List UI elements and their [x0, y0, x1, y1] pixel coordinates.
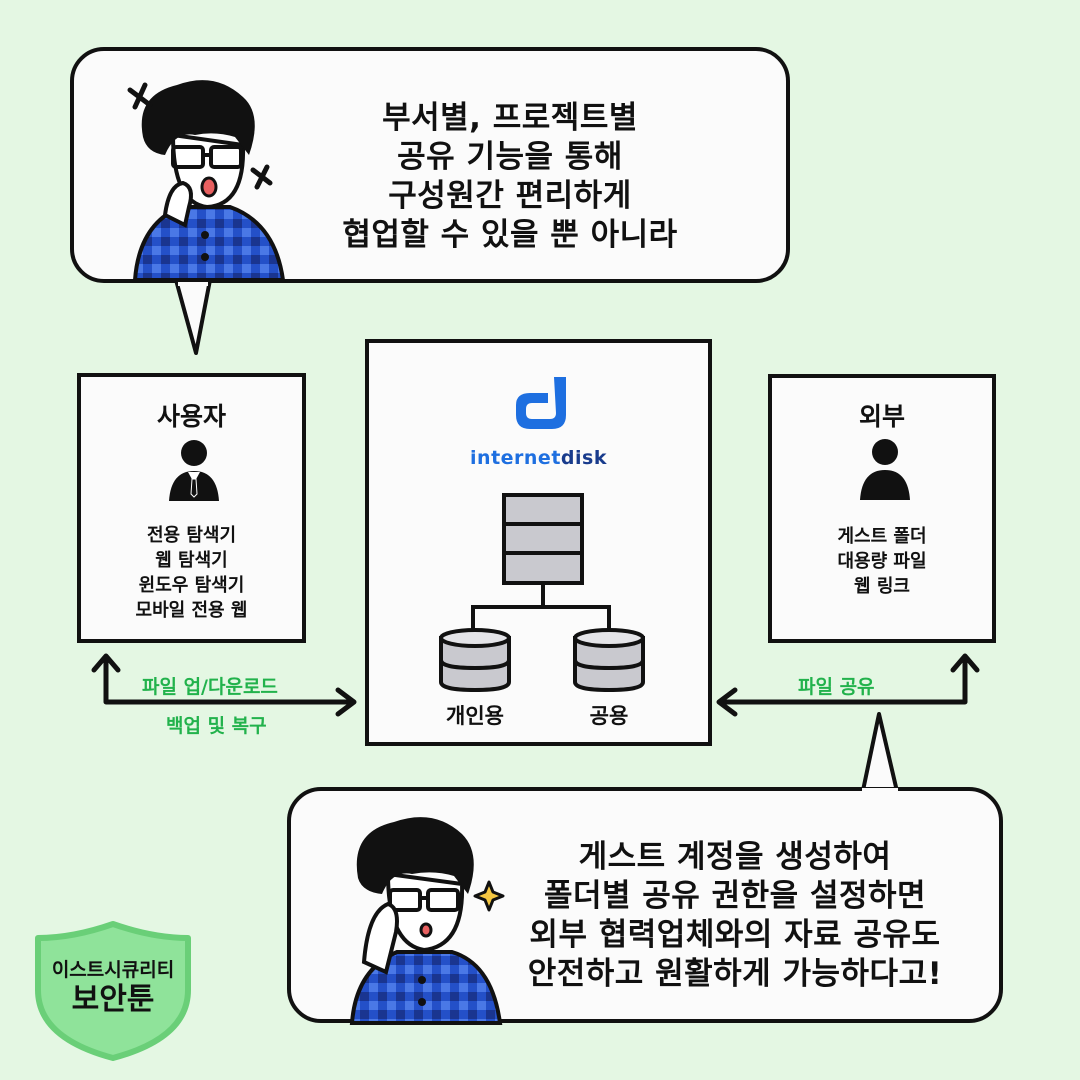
user-box: 사용자 전용 탐색기 웹 탐색기 윈도우 탐색기 모바일 전용 웹 [77, 373, 306, 643]
logo-text-internet: internet [470, 447, 561, 469]
user-box-title: 사용자 [156, 402, 226, 431]
user-tool-item: 모바일 전용 웹 [135, 600, 248, 621]
left-flow-arrow [91, 653, 357, 717]
user-suit-icon [169, 440, 219, 501]
logo-text-disk: disk [560, 447, 607, 469]
character-bottom-illustration [349, 817, 505, 1025]
right-flow-arrow [716, 653, 980, 717]
top-bubble-text: 부서별, 프로젝트별 공유 기능을 통해 구성원간 편리하게 협업할 수 있을 … [300, 99, 720, 255]
user-icon [860, 439, 910, 500]
arrow-label-file-share: 파일 공유 [798, 676, 875, 698]
badge-line-2: 보안툰 [71, 982, 155, 1017]
user-tool-item: 웹 탐색기 [155, 550, 228, 571]
user-tool-item: 윈도우 탐색기 [138, 575, 245, 596]
external-item: 게스트 폴더 [837, 526, 927, 547]
security-shield-badge [35, 921, 191, 1061]
user-box-lines: 전용 탐색기 웹 탐색기 윈도우 탐색기 모바일 전용 웹 [81, 523, 302, 623]
top-bubble-line: 협업할 수 있을 뿐 아니라 [342, 217, 678, 253]
database-shared-icon [573, 628, 645, 693]
internetdisk-box: internetdisk 개인용 공용 [365, 339, 712, 746]
bottom-bubble-tail-cover [862, 788, 898, 798]
badge-text: 이스트시큐리티 보안툰 [28, 958, 198, 1018]
internetdisk-logo-text: internetdisk [369, 447, 708, 469]
arrow-label-backup-restore: 백업 및 복구 [166, 715, 267, 737]
external-item: 웹 링크 [854, 576, 910, 597]
user-tool-item: 전용 탐색기 [146, 525, 237, 546]
bottom-bubble-line: 안전하고 원활하게 가능하다고! [527, 956, 943, 992]
tree-connector [471, 583, 611, 633]
database-personal-icon [439, 628, 511, 693]
external-box: 외부 게스트 폴더 대용량 파일 웹 링크 [768, 374, 996, 643]
bottom-bubble-line: 폴더별 공유 권한을 설정하면 [543, 878, 927, 914]
top-bubble-line: 부서별, 프로젝트별 [382, 100, 638, 136]
badge-line-1: 이스트시큐리티 [51, 959, 175, 981]
internetdisk-logo-icon [516, 377, 566, 429]
bottom-bubble-line: 게스트 계정을 생성하여 [578, 839, 892, 875]
arrow-label-upload-download: 파일 업/다운로드 [142, 676, 278, 698]
server-rack-icon [502, 493, 584, 585]
top-bubble-line: 공유 기능을 통해 [397, 139, 623, 175]
external-box-title: 외부 [858, 402, 905, 431]
db-shared-label: 공용 [589, 704, 629, 728]
external-item: 대용량 파일 [837, 551, 927, 572]
external-box-lines: 게스트 폴더 대용량 파일 웹 링크 [772, 524, 992, 599]
db-personal-label: 개인용 [446, 704, 504, 728]
character-top-illustration [127, 80, 286, 282]
bottom-bubble-line: 외부 협력업체와의 자료 공유도 [529, 917, 941, 953]
top-bubble-line: 구성원간 편리하게 [388, 178, 632, 214]
bottom-bubble-text: 게스트 계정을 생성하여 폴더별 공유 권한을 설정하면 외부 협력업체와의 자… [500, 838, 970, 994]
